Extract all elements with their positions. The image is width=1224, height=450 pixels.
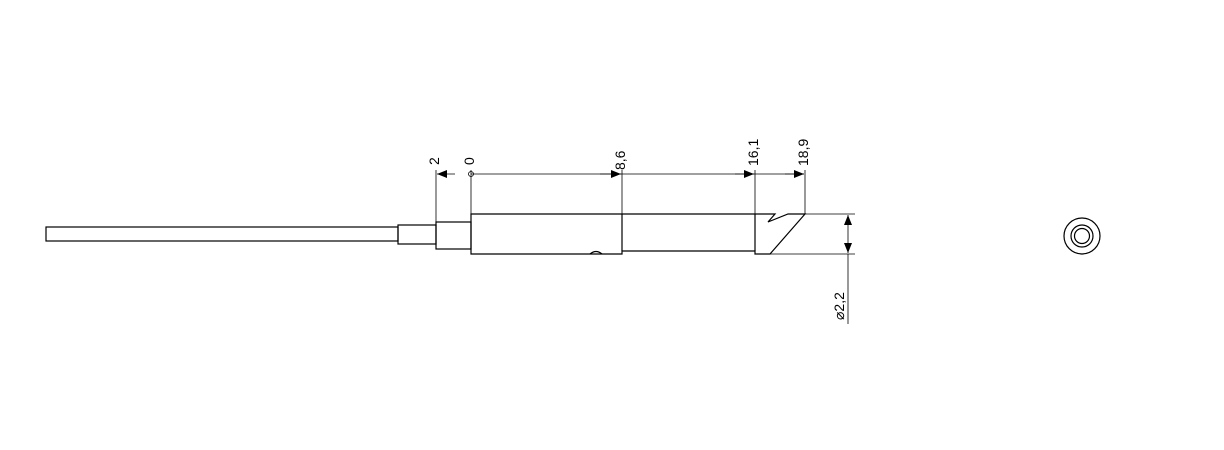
collar-1 bbox=[397, 224, 437, 245]
tool-side-view bbox=[45, 213, 807, 255]
diameter-label: ⌀2,2 bbox=[831, 292, 847, 320]
diameter-dimension bbox=[770, 213, 855, 324]
dimension-label-0: 0 bbox=[461, 157, 477, 165]
dimension-label-2: 2 bbox=[426, 157, 442, 165]
end-view-inner bbox=[1073, 227, 1091, 245]
dimension-label-8-6: 8,6 bbox=[612, 150, 628, 170]
end-view-middle bbox=[1070, 224, 1094, 248]
origin-point bbox=[468, 171, 474, 177]
length-dimensions bbox=[435, 170, 806, 222]
tool-end-view bbox=[1063, 217, 1101, 255]
end-view-outer bbox=[1063, 217, 1101, 255]
dimension-label-18-9: 18,9 bbox=[795, 138, 811, 166]
wire-shank bbox=[45, 226, 399, 242]
main-body bbox=[470, 213, 807, 255]
collar-2 bbox=[435, 221, 472, 250]
groove-notch bbox=[589, 250, 603, 255]
dimension-label-16-1: 16,1 bbox=[745, 138, 761, 166]
